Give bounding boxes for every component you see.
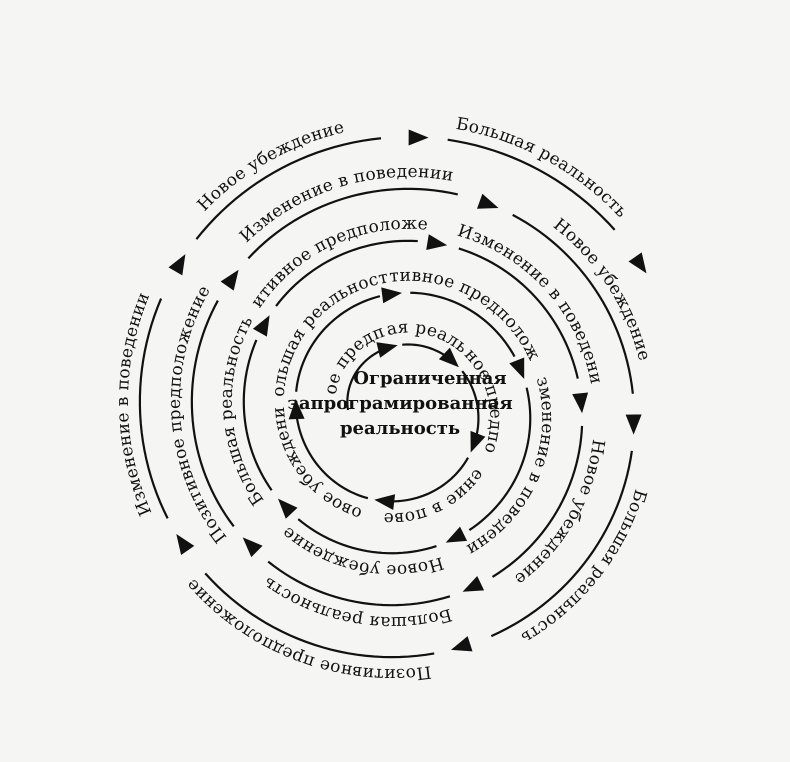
center-label-line2: запрограмированная	[287, 393, 512, 414]
spiral-arc-2	[402, 343, 451, 360]
arrowhead-1	[376, 342, 398, 358]
arrowhead-5	[288, 399, 305, 420]
spiral-arc-7	[410, 291, 516, 358]
spiral-arcs	[138, 129, 647, 659]
arrowhead-6	[381, 287, 402, 304]
arrowhead-21	[408, 129, 429, 146]
arrowhead-13	[462, 576, 485, 592]
arrowhead-16	[477, 193, 499, 209]
arrowhead-8	[445, 526, 468, 543]
spiral-labels: Позитивное предположениеБольшая реальнос…	[0, 0, 654, 684]
arrowhead-2	[438, 347, 459, 368]
spiral-arc-11	[275, 239, 418, 307]
arrowhead-20	[168, 254, 186, 276]
spiral-arc-13	[491, 425, 584, 578]
arrowhead-19	[176, 534, 195, 555]
spiral-arc-19	[204, 572, 435, 659]
spiral-arc-17	[512, 213, 634, 394]
spiral-arc-15	[190, 300, 235, 528]
spiral-arc-21	[195, 137, 382, 240]
arrowhead-4	[374, 494, 396, 510]
arrowhead-10	[252, 315, 270, 337]
spiral-arc-9	[297, 518, 437, 555]
spiral-arc-22	[447, 138, 616, 231]
center-label-line1: Ограниченная	[353, 368, 506, 389]
arrowhead-14	[242, 537, 263, 558]
arrowhead-22	[628, 252, 647, 274]
arrowhead-18	[451, 636, 473, 652]
spiral-arc-6	[295, 295, 381, 392]
spiral-arc-5	[295, 417, 369, 500]
spiral-arc-1	[346, 347, 388, 411]
spiral-label-4: Изменение в поведении	[0, 0, 488, 528]
spiral-label-11: Позитивное предположение	[0, 0, 429, 311]
arrowhead-15	[220, 269, 239, 291]
spiral-label-6: Большая реальность	[0, 0, 390, 397]
arrowhead-3	[470, 430, 486, 453]
spiral-arc-18	[490, 450, 633, 638]
spiral-arc-20	[138, 298, 169, 519]
spiral-label-7: Позитивное предположение	[0, 0, 544, 364]
arrowhead-11	[426, 234, 448, 250]
arrowhead-7	[509, 357, 525, 379]
spiral-arc-16	[247, 187, 458, 260]
arrowhead-9	[278, 498, 298, 519]
arrowhead-17	[625, 414, 642, 435]
spiral-arc-10	[242, 339, 273, 491]
spiral-label-21: Новое убеждение	[194, 117, 347, 215]
spiral-arc-3	[461, 370, 480, 438]
arrowhead-12	[572, 392, 589, 414]
spiral-arc-4	[391, 457, 469, 503]
spiral-arc-12	[458, 247, 579, 379]
center-label: Ограниченная запрограмированная реальнос…	[287, 368, 512, 439]
spiral-label-20: Изменение в поведении	[113, 290, 156, 519]
center-label-line3: реальность	[340, 418, 460, 439]
spiral-arc-14	[267, 560, 451, 607]
spiral-arc-8	[468, 387, 532, 531]
spiral-label-10: Большая реальность	[217, 313, 268, 509]
